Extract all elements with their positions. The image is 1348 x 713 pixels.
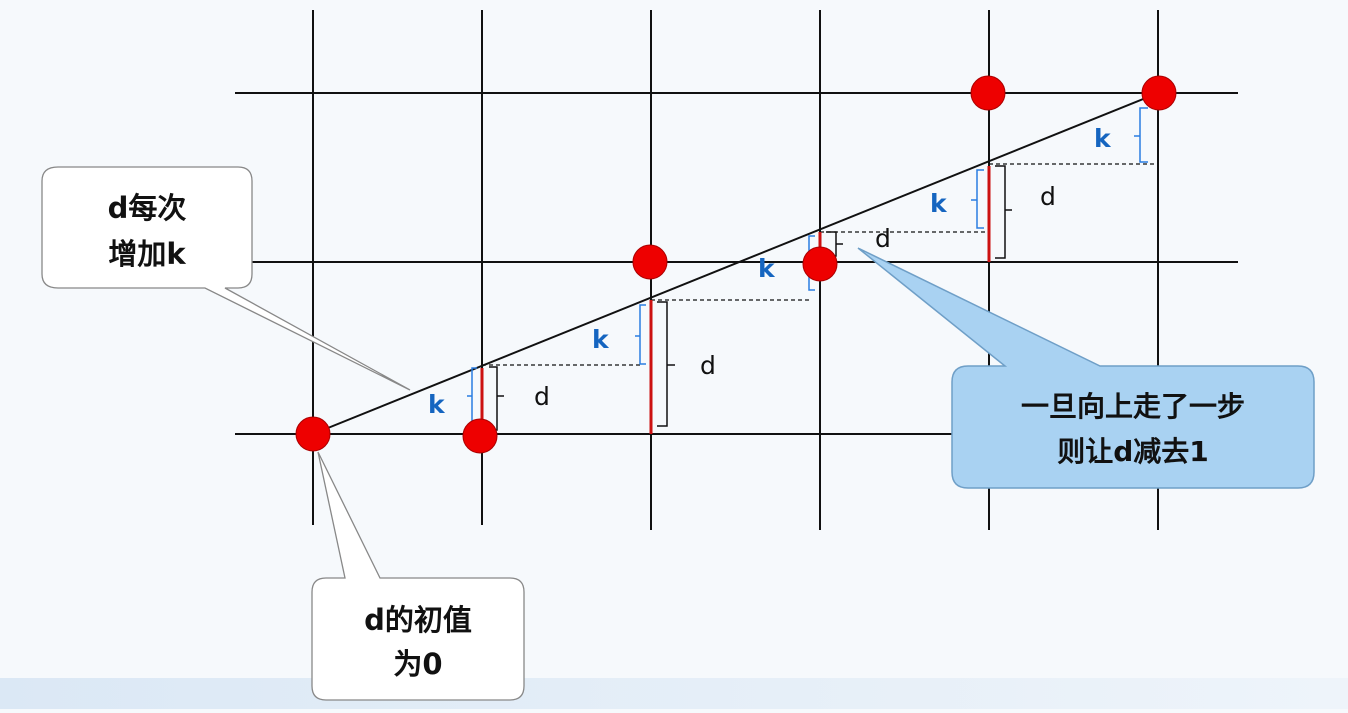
callout-increment-bubble — [41, 166, 411, 391]
selected-pixels — [295, 75, 1177, 454]
d-label-4: d — [1040, 182, 1056, 211]
background-band — [0, 678, 1348, 709]
d-label-1: d — [534, 382, 550, 411]
callout-initial-line2: 为0 — [393, 647, 442, 681]
d-brace-2 — [657, 301, 675, 427]
d-labels: d d d d — [534, 182, 1056, 411]
d-brace-1 — [489, 366, 504, 431]
callout-step-bubble — [857, 247, 1315, 489]
k-label-2: k — [592, 325, 610, 354]
callout-step: 一旦向上走了一步 则让d减去1 — [857, 247, 1315, 489]
k-brace-5 — [1134, 107, 1148, 163]
callout-increment: d每次 增加k — [41, 166, 411, 391]
k-label-3: k — [758, 254, 776, 283]
k-brace-4 — [971, 169, 984, 229]
callout-initial-line1: d的初值 — [364, 603, 472, 637]
pixel-3 — [632, 244, 668, 280]
d-brace-4 — [995, 165, 1012, 259]
d-label-2: d — [700, 351, 716, 380]
ideal-line — [312, 92, 1159, 435]
pixel-4 — [802, 246, 838, 282]
pixel-2 — [462, 418, 498, 454]
k-label-4: k — [930, 189, 948, 218]
pixel-6 — [1141, 75, 1177, 111]
callout-step-line2: 则让d减去1 — [1057, 435, 1209, 468]
k-label-5: k — [1094, 124, 1112, 153]
pixel-1 — [295, 416, 331, 452]
callout-increment-line1: d每次 — [108, 191, 187, 225]
callout-increment-line2: 增加k — [108, 237, 186, 271]
k-label-1: k — [428, 390, 446, 419]
callout-initial: d的初值 为0 — [311, 451, 525, 701]
callout-initial-bubble — [311, 451, 525, 701]
k-labels: k k k k k — [428, 124, 1112, 419]
k-brace-1 — [467, 367, 477, 427]
d-label-3: d — [875, 224, 891, 253]
k-brace-2 — [635, 304, 646, 365]
dashed-guides — [482, 163, 1155, 366]
pixel-5 — [970, 75, 1006, 111]
callout-step-line1: 一旦向上走了一步 — [1021, 390, 1245, 423]
